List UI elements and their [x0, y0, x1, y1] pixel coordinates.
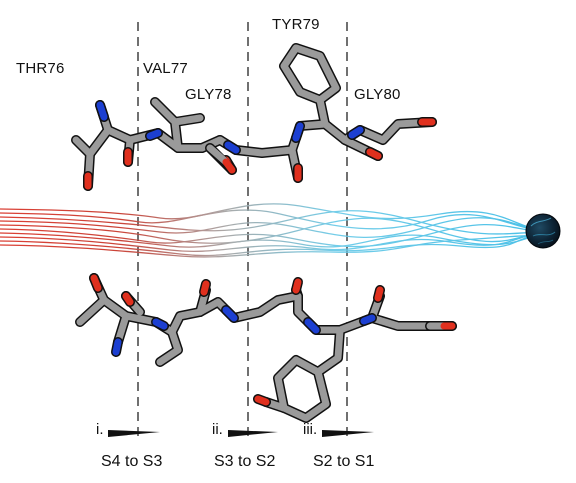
trajectory-5: [0, 223, 541, 248]
residue-label-thr76: THR76: [16, 60, 65, 77]
trajectory-2: [0, 210, 541, 235]
trajectory-9: [0, 234, 541, 258]
site-boundaries: [137, 22, 348, 440]
trajectory-3: [0, 217, 541, 239]
trajectory-10: [0, 203, 541, 230]
residue-label-gly80: GLY80: [354, 86, 401, 103]
transition-arrow-3: [322, 430, 374, 437]
transition-arrows: [108, 430, 374, 437]
trajectory-8: [0, 234, 541, 257]
trajectory-1: [0, 209, 541, 231]
transition-arrow-2: [228, 430, 278, 437]
transition-arrow-1: [108, 430, 160, 437]
transition-label-s4-s3: S4 to S3: [101, 453, 163, 470]
trajectory-7: [0, 233, 541, 253]
transition-label-s2-s1: S2 to S1: [313, 453, 375, 470]
residue-label-gly78: GLY78: [185, 86, 232, 103]
ion-trajectories: [0, 203, 541, 258]
ion: [525, 213, 561, 249]
transition-label-s3-s2: S3 to S2: [214, 453, 276, 470]
trajectory-4: [0, 217, 541, 244]
residue-label-val77: VAL77: [143, 60, 188, 77]
upper-peptide-strand: [71, 43, 437, 191]
lower-peptide-strand: [75, 273, 457, 423]
trajectory-6: [0, 232, 541, 248]
step-numeral-1: i.: [96, 421, 104, 438]
step-numeral-3: iii.: [303, 421, 318, 438]
residue-label-tyr79: TYR79: [272, 16, 320, 33]
step-numeral-2: ii.: [212, 421, 223, 438]
